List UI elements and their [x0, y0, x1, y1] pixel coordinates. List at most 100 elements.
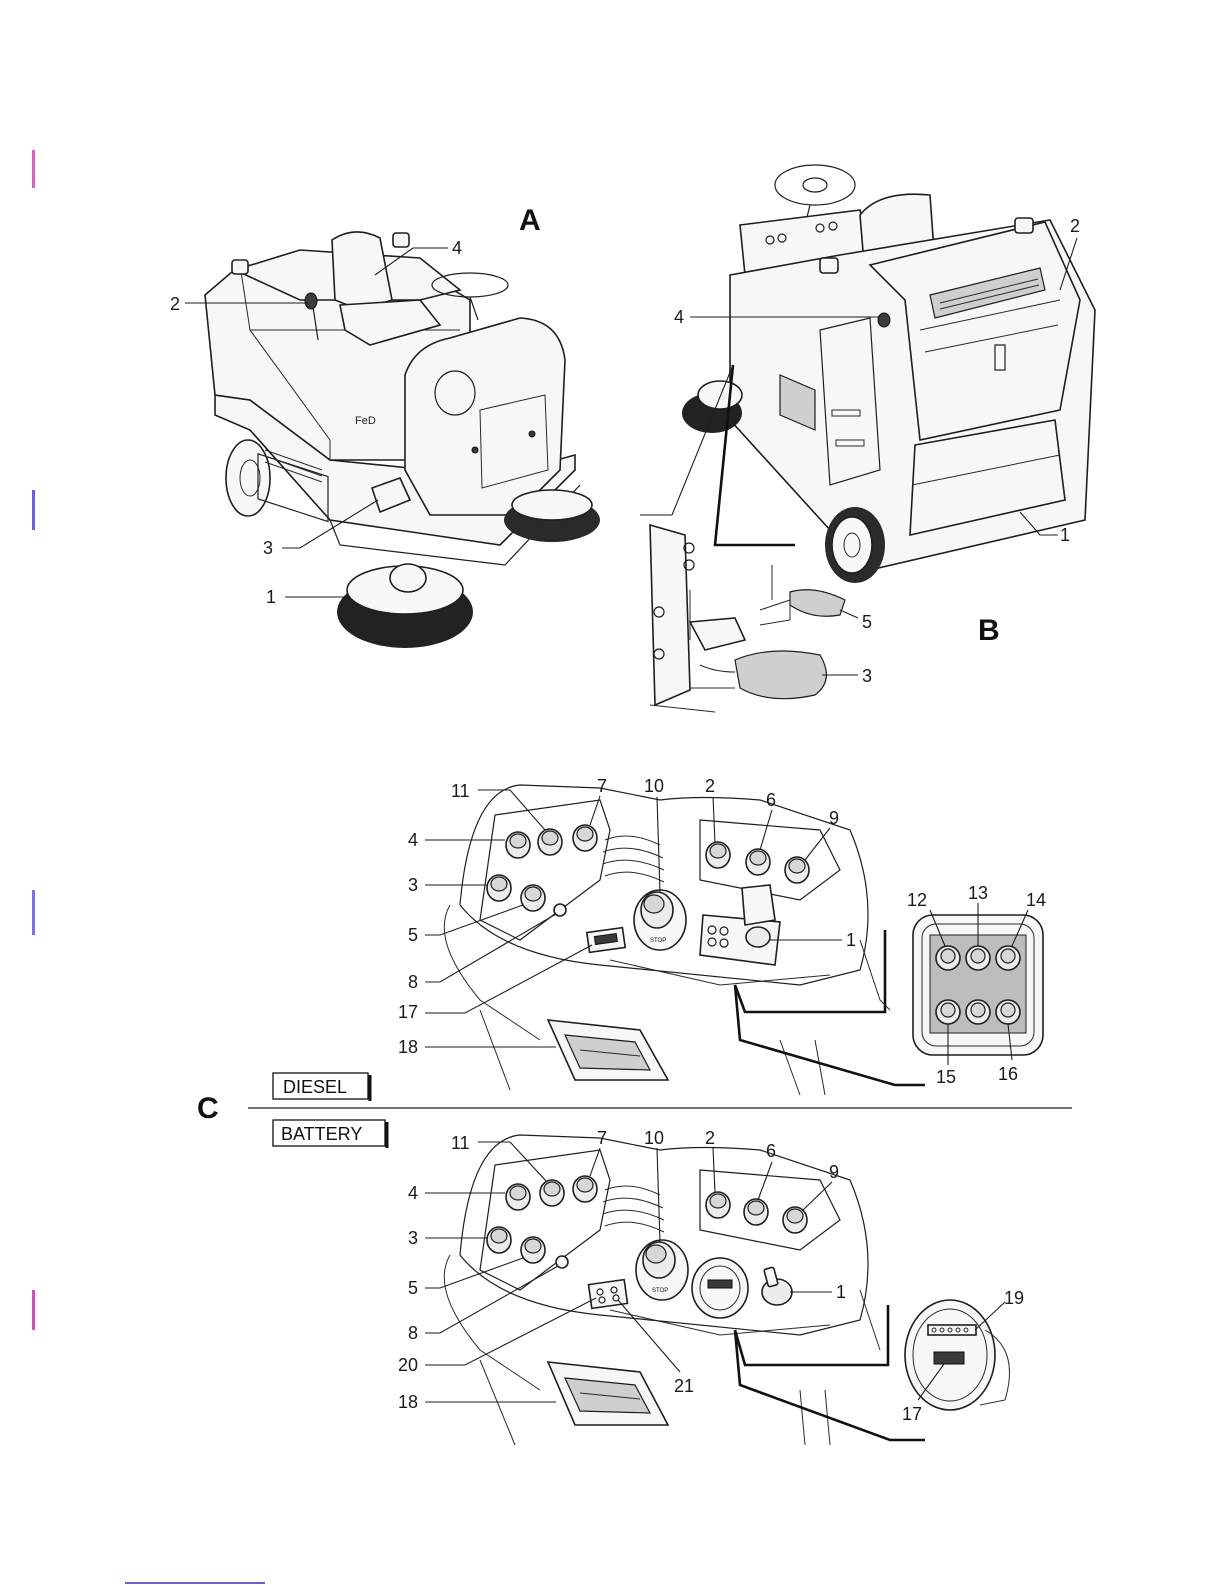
- brake-pedal: [690, 651, 826, 699]
- switch-3: [487, 875, 511, 901]
- emergency-stop-10: STOP: [636, 1240, 688, 1300]
- diesel-callout-8: 8: [408, 972, 418, 992]
- diesel-callout-4: 4: [408, 830, 418, 850]
- battery-callout-21: 21: [674, 1376, 694, 1396]
- switch-9: [785, 857, 809, 883]
- diesel-callout-3: 3: [408, 875, 418, 895]
- accelerator-pedal-18: [548, 1362, 668, 1425]
- switch-14: [996, 946, 1020, 970]
- emergency-stop-10: STOP: [634, 890, 686, 950]
- inset-callout-17: 17: [902, 1404, 922, 1424]
- battery-callout-9: 9: [829, 1162, 839, 1182]
- callout-b-4: 4: [674, 307, 684, 327]
- diesel-callout-7: 7: [597, 776, 607, 796]
- inset-callout-19: 19: [1004, 1288, 1024, 1308]
- svg-text:STOP: STOP: [650, 938, 666, 944]
- battery-callout-20: 20: [398, 1355, 418, 1375]
- battery-callout-2: 2: [705, 1128, 715, 1148]
- switch-16: [996, 1000, 1020, 1024]
- fuel-filler: [878, 313, 890, 327]
- battery-gauge: [692, 1258, 748, 1318]
- switch-5: [521, 1237, 545, 1263]
- tank-cap: [232, 260, 248, 274]
- switch-9: [783, 1207, 807, 1233]
- inset-callout-16: 16: [998, 1064, 1018, 1084]
- battery-callout-1: 1: [836, 1282, 846, 1302]
- fuel-cap: [820, 258, 838, 273]
- callout-b-1: 1: [1060, 525, 1070, 545]
- switch-11: [538, 829, 562, 855]
- callout-b-5: 5: [862, 612, 872, 632]
- diesel-callout-10: 10: [644, 776, 664, 796]
- battery-callout-10: 10: [644, 1128, 664, 1148]
- switch-11: [540, 1180, 564, 1206]
- rear-wheel: [226, 440, 270, 516]
- side-brush: [682, 381, 742, 433]
- svg-text:FeD: FeD: [355, 415, 376, 427]
- switch-4: [506, 832, 530, 858]
- switch-3: [487, 1227, 511, 1253]
- switch-4: [506, 1184, 530, 1210]
- battery-callout-6: 6: [766, 1141, 776, 1161]
- figure-b-title: B: [978, 614, 1000, 647]
- switch-15: [936, 1000, 960, 1024]
- side-brush-left: [337, 564, 473, 648]
- front-housing: [405, 318, 565, 515]
- callout-a-1: 1: [266, 587, 276, 607]
- battery-callout-3: 3: [408, 1228, 418, 1248]
- battery-callout-11: 11: [451, 1133, 470, 1153]
- sweeper-front-view: FeD: [205, 232, 600, 648]
- tank-cap: [1015, 218, 1033, 233]
- diesel-callout-6: 6: [766, 790, 776, 810]
- battery-callout-7: 7: [597, 1128, 607, 1148]
- callout-b-2: 2: [1070, 216, 1080, 236]
- accelerator-pedal-18: [548, 1020, 668, 1080]
- diesel-callout-18: 18: [398, 1037, 418, 1057]
- diesel-tag: DIESEL: [283, 1077, 347, 1097]
- diesel-callout-17: 17: [398, 1002, 418, 1022]
- side-brush-right: [504, 490, 600, 542]
- ignition-key-1: [742, 885, 775, 947]
- battery-callout-8: 8: [408, 1323, 418, 1343]
- ignition-key-1: [762, 1267, 792, 1305]
- switch-7: [573, 825, 597, 851]
- figure-a: A: [170, 204, 600, 648]
- switch-7: [573, 1176, 597, 1202]
- battery-callout-4: 4: [408, 1183, 418, 1203]
- inset-callout-12: 12: [907, 890, 927, 910]
- battery-callout-5: 5: [408, 1278, 418, 1298]
- switch-6: [744, 1199, 768, 1225]
- operator-seat-back: [332, 232, 392, 310]
- battery-callout-18: 18: [398, 1392, 418, 1412]
- steering-wheel: [775, 165, 855, 205]
- switch-2: [706, 842, 730, 868]
- diesel-callout-5: 5: [408, 925, 418, 945]
- figure-c-title: C: [197, 1092, 219, 1125]
- tank-cap: [393, 233, 409, 247]
- callout-a-2: 2: [170, 294, 180, 314]
- switch-5: [521, 885, 545, 911]
- diesel-callout-11: 11: [451, 781, 470, 801]
- sweeper-rear-view: [682, 165, 1095, 583]
- figure-b: B: [640, 165, 1095, 712]
- rear-wheel: [825, 507, 885, 583]
- small-pedal: [690, 618, 745, 650]
- battery-gauge-inset: [905, 1300, 1010, 1410]
- floor-plate: [650, 525, 690, 705]
- switch-12: [936, 946, 960, 970]
- switch-2: [706, 1192, 730, 1218]
- callout-b-3: 3: [862, 666, 872, 686]
- battery-tag: BATTERY: [281, 1124, 362, 1144]
- figure-a-title: A: [519, 204, 541, 237]
- switch-13: [966, 946, 990, 970]
- battery-control-panel: STOP: [444, 1135, 1009, 1445]
- diesel-control-panel: STOP: [444, 785, 1043, 1095]
- hour-meter-17: [587, 928, 625, 953]
- inset-callout-13: 13: [968, 883, 988, 903]
- diesel-callout-9: 9: [829, 808, 839, 828]
- diesel-callout-2: 2: [705, 776, 715, 796]
- diesel-callout-1: 1: [846, 930, 856, 950]
- inset-callout-14: 14: [1026, 890, 1046, 910]
- callout-a-4: 4: [452, 238, 462, 258]
